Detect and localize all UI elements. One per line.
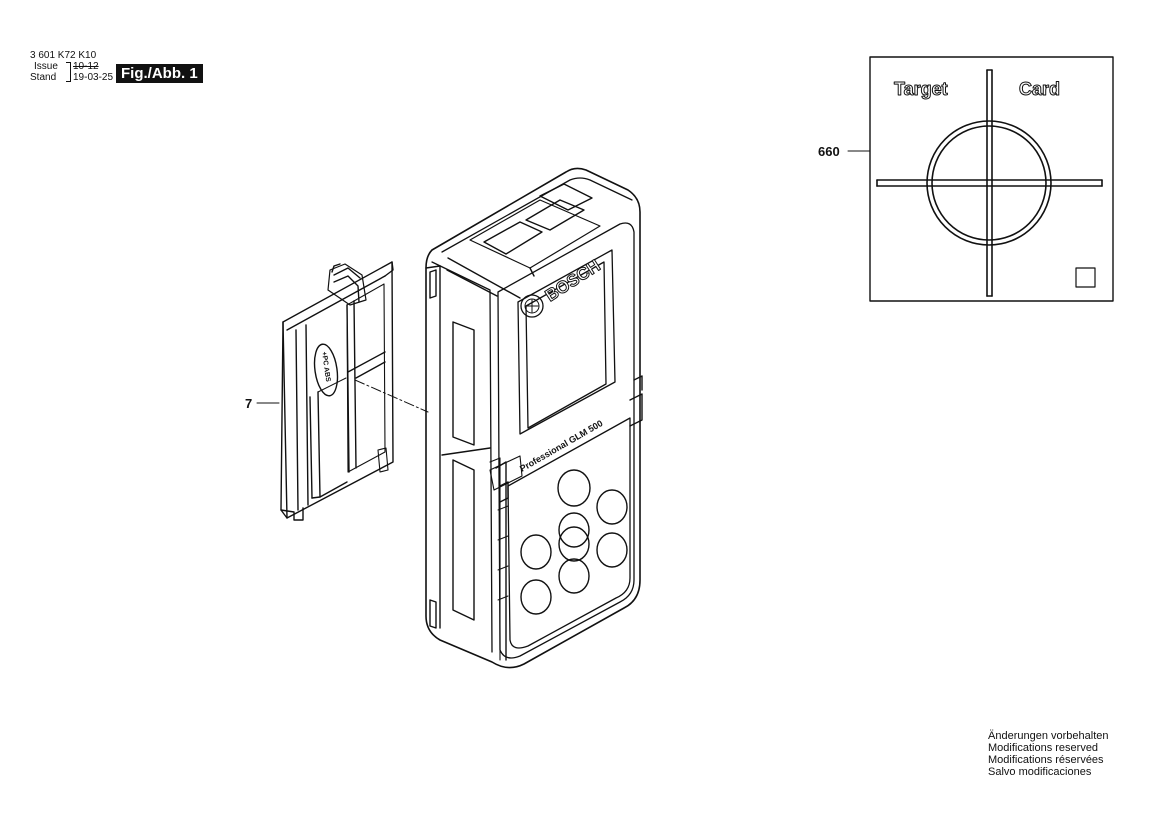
figure-label: Fig./Abb. 1 — [116, 64, 203, 83]
issue-value: 10-12 — [73, 61, 99, 72]
note-french: Modifications réservées — [988, 754, 1104, 766]
crosshair-icon — [876, 69, 1103, 297]
callout-7: 7 — [245, 396, 253, 411]
keypad-buttons — [520, 469, 628, 615]
keypad-button — [596, 532, 628, 568]
display-screen — [525, 261, 607, 429]
side-slot-upper — [452, 321, 475, 446]
issue-label: Issue — [34, 61, 58, 72]
cover-latch-clip — [327, 263, 367, 306]
target-card-word-right: Card — [1019, 79, 1060, 99]
device-housing: BOSCH Professional GLM 500 — [425, 167, 643, 669]
stand-label: Stand — [30, 72, 57, 83]
keypad-button — [558, 526, 590, 562]
modification-notes: Änderungen vorbehalten Modifications res… — [988, 730, 1108, 778]
keypad-button — [520, 534, 552, 570]
target-card: Target Card — [847, 56, 1114, 302]
assembly-axis-line — [354, 379, 429, 413]
side-slot-lower — [452, 459, 475, 621]
header-bracket — [66, 62, 71, 82]
keypad-button — [520, 579, 552, 615]
device-brand-text: BOSCH — [542, 256, 604, 305]
keypad-button — [558, 558, 590, 594]
callout-660: 660 — [818, 144, 840, 159]
target-card-outline — [869, 56, 1114, 302]
keypad-button — [596, 489, 628, 525]
target-circle-inner — [931, 125, 1047, 241]
checkbox-square-icon — [1075, 267, 1096, 288]
note-german: Änderungen vorbehalten — [988, 730, 1109, 742]
keypad-button — [558, 512, 590, 548]
cover-imprint-text: +PC ABS — [320, 351, 331, 382]
keypad-button — [557, 469, 591, 507]
display-frame — [517, 249, 616, 435]
target-circle-outer — [926, 120, 1052, 246]
cover-front-face — [282, 261, 394, 519]
stand-value: 19-03-25 — [73, 72, 114, 83]
note-spanish: Salvo modificaciones — [988, 766, 1092, 778]
brand-logo-icon — [520, 294, 544, 318]
note-english: Modifications reserved — [988, 742, 1099, 754]
part-number: 3 601 K72 K10 — [30, 50, 97, 61]
battery-cover: +PC ABS — [256, 261, 394, 521]
housing-outline — [425, 167, 641, 669]
keypad-panel — [507, 417, 631, 649]
top-lens-window — [469, 199, 601, 269]
target-card-word-left: Target — [894, 79, 948, 99]
cover-imprint-oval — [313, 343, 339, 397]
housing-front-face — [497, 222, 635, 659]
